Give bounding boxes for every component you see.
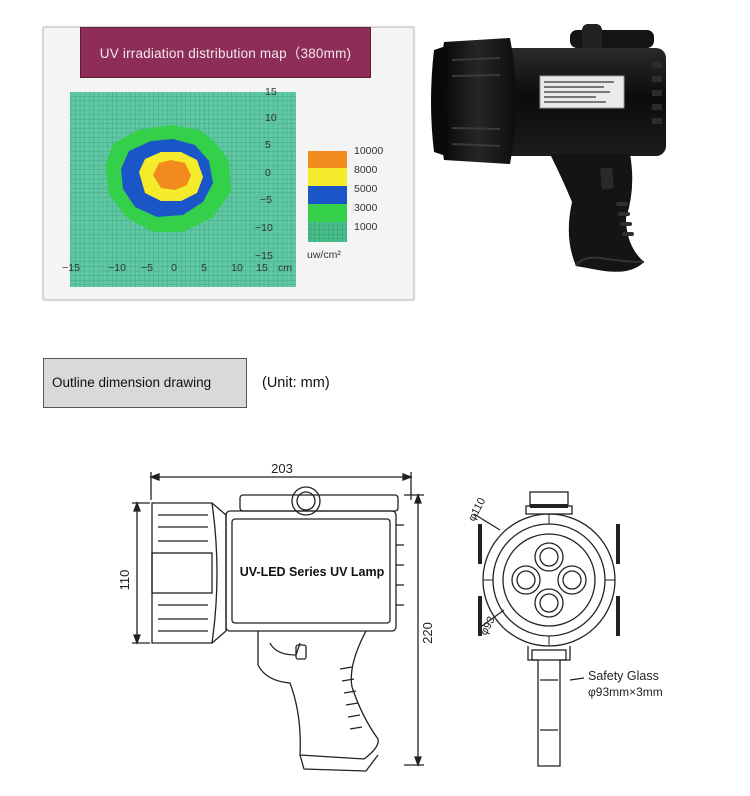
x-tick: −10 — [108, 262, 126, 274]
x-tick: 5 — [201, 262, 207, 274]
legend-value: 1000 — [354, 221, 378, 233]
y-tick: 10 — [265, 112, 277, 124]
legend-unit: uw/cm² — [307, 249, 341, 261]
legend-swatch-5000 — [308, 186, 347, 204]
y-tick: −10 — [255, 222, 273, 234]
legend-swatch-8000 — [308, 168, 347, 186]
legend-value: 10000 — [354, 145, 383, 157]
legend-value: 5000 — [354, 183, 378, 195]
safety-glass-title: Safety Glass — [588, 669, 659, 683]
legend-value: 8000 — [354, 164, 378, 176]
y-axis-ticks: 15 10 5 0 −5 −10 −15 — [255, 86, 277, 262]
y-tick: 5 — [265, 139, 271, 151]
map-title: UV irradiation distribution map（380mm) — [80, 27, 371, 78]
legend-value: 3000 — [354, 202, 378, 214]
unit-note: (Unit: mm) — [262, 375, 330, 391]
length-dimension: 203 — [271, 461, 293, 476]
x-tick: 0 — [171, 262, 177, 274]
x-axis-ticks: −15 −10 −5 0 5 10 15 cm — [62, 262, 292, 274]
uv-lamp-photo — [431, 24, 666, 272]
outer-diameter-dimension: φ110 — [466, 496, 488, 523]
x-tick: 15 — [256, 262, 268, 274]
y-tick: 15 — [265, 86, 277, 98]
x-unit: cm — [278, 262, 292, 274]
y-tick: −5 — [260, 194, 272, 206]
x-tick: −15 — [62, 262, 80, 274]
x-tick: 10 — [231, 262, 243, 274]
x-tick: −5 — [141, 262, 153, 274]
y-tick: −15 — [255, 250, 273, 262]
body-label: UV-LED Series UV Lamp — [240, 565, 385, 579]
safety-glass-spec: φ93mm×3mm — [588, 685, 663, 699]
side-view-drawing: 203 110 220 UV-LED Series UV Lamp — [117, 461, 435, 772]
outline-drawing-heading: Outline dimension drawing — [43, 358, 247, 408]
y-tick: 0 — [265, 167, 271, 179]
front-view-drawing: φ110 φ93 Safety Glass φ93mm×3mm — [466, 491, 663, 767]
contour-10000 — [153, 160, 191, 190]
head-diameter-dimension: 110 — [117, 570, 132, 591]
legend-swatch-3000 — [308, 204, 347, 222]
legend-swatch-10000 — [308, 151, 347, 168]
legend-swatch-1000 — [308, 222, 347, 242]
uv-map-figure: −15 −10 −5 0 5 10 15 cm 15 10 5 0 −5 −10… — [62, 86, 383, 287]
height-dimension: 220 — [420, 622, 435, 644]
map-legend: 10000 8000 5000 3000 1000 uw/cm² — [307, 145, 383, 261]
